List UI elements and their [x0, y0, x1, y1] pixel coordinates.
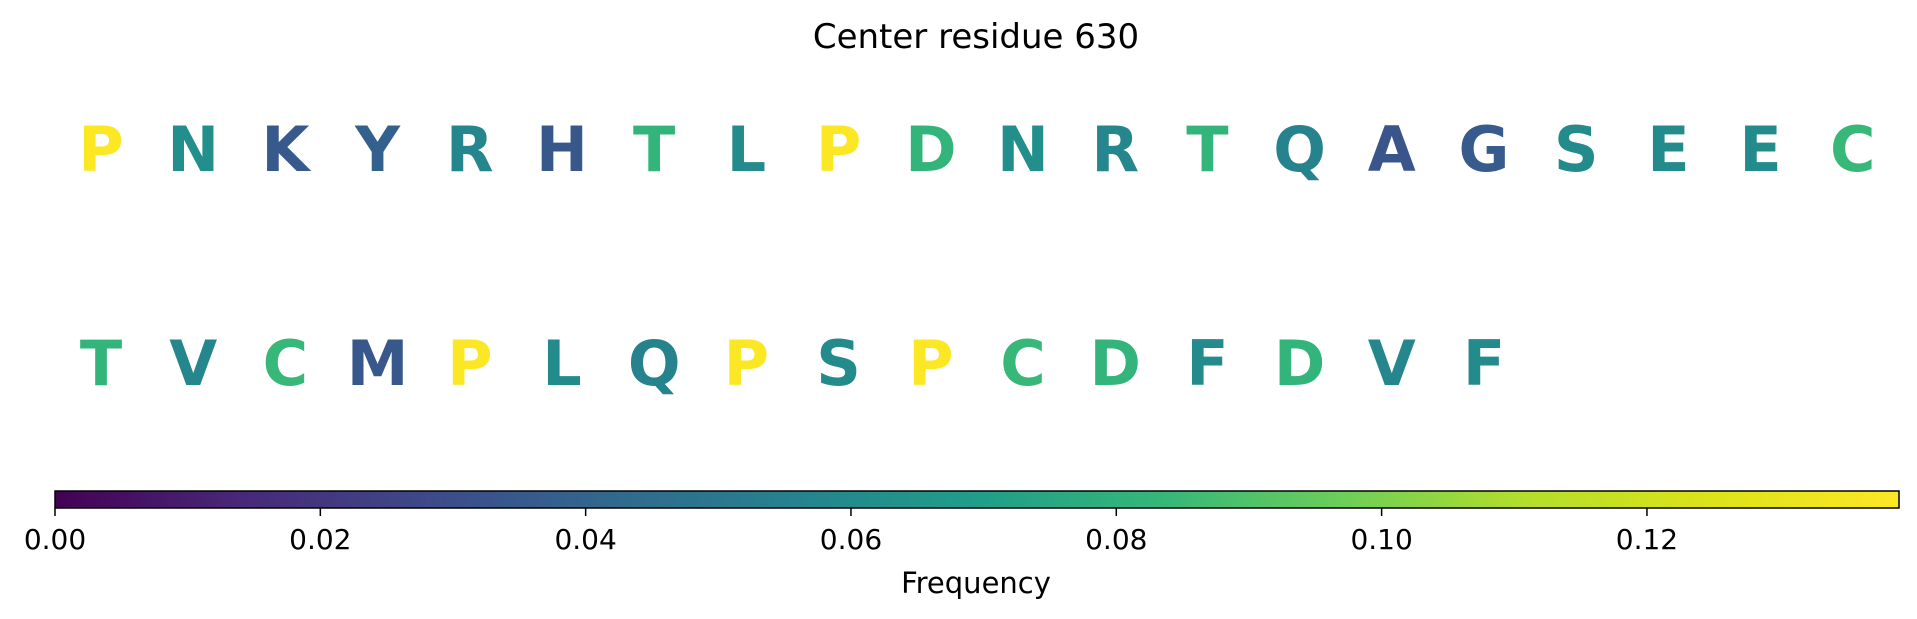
- chart-title: Center residue 630: [813, 17, 1139, 57]
- residue-letter: P: [447, 327, 492, 400]
- residue-letter: R: [446, 113, 494, 186]
- residue-letter: C: [1000, 327, 1046, 400]
- residue-letter: P: [724, 327, 769, 400]
- residue-letter: F: [1186, 327, 1228, 400]
- residue-letter: F: [1463, 327, 1505, 400]
- residue-letter: D: [1274, 327, 1325, 400]
- colorbar-tick-label: 0.04: [554, 523, 616, 556]
- residue-letter: S: [1554, 113, 1599, 186]
- residue-letter: A: [1368, 113, 1416, 186]
- residue-letter: P: [78, 113, 123, 186]
- residue-letter: L: [542, 327, 582, 400]
- residue-letter: V: [169, 327, 217, 400]
- residue-letter: L: [727, 113, 767, 186]
- residue-letter: G: [1459, 113, 1510, 186]
- colorbar-tick-label: 0.10: [1350, 523, 1412, 556]
- residue-letter: Y: [354, 113, 401, 186]
- residue-letter: K: [261, 113, 311, 186]
- residue-letter: R: [1091, 113, 1139, 186]
- residue-letter: D: [1089, 327, 1140, 400]
- colorbar-label: Frequency: [901, 566, 1051, 600]
- residue-letter: T: [633, 113, 675, 186]
- residue-letter: C: [1830, 113, 1876, 186]
- colorbar-gradient: [55, 491, 1899, 508]
- colorbar-tick-label: 0.02: [289, 523, 351, 556]
- residue-letter: P: [908, 327, 953, 400]
- colorbar-ticks: 0.00 0.02 0.04 0.06 0.08 0.10 0.12: [24, 508, 1678, 556]
- residue-letter: N: [167, 113, 219, 186]
- residue-letter: T: [1186, 113, 1228, 186]
- residue-letter: Q: [628, 327, 681, 400]
- residue-letter: Q: [1273, 113, 1326, 186]
- residue-letter: H: [536, 113, 588, 186]
- colorbar-tick-label: 0.12: [1616, 523, 1678, 556]
- colorbar-outline: [54, 490, 1900, 509]
- residue-letter: P: [816, 113, 861, 186]
- colorbar-tick-label: 0.06: [820, 523, 882, 556]
- residue-letter: M: [347, 327, 409, 400]
- residue-letter: T: [80, 327, 122, 400]
- colorbar-tick-label: 0.00: [24, 523, 86, 556]
- colorbar-tick-label: 0.08: [1085, 523, 1147, 556]
- residue-letter: V: [1368, 327, 1416, 400]
- residue-letter: E: [1739, 113, 1781, 186]
- residue-letter: D: [905, 113, 956, 186]
- residue-letter: N: [997, 113, 1049, 186]
- residue-letter: S: [816, 327, 861, 400]
- residue-letter: C: [263, 327, 309, 400]
- colorbar: 0.00 0.02 0.04 0.06 0.08 0.10 0.12 Frequency: [24, 490, 1900, 600]
- residue-letter: E: [1647, 113, 1689, 186]
